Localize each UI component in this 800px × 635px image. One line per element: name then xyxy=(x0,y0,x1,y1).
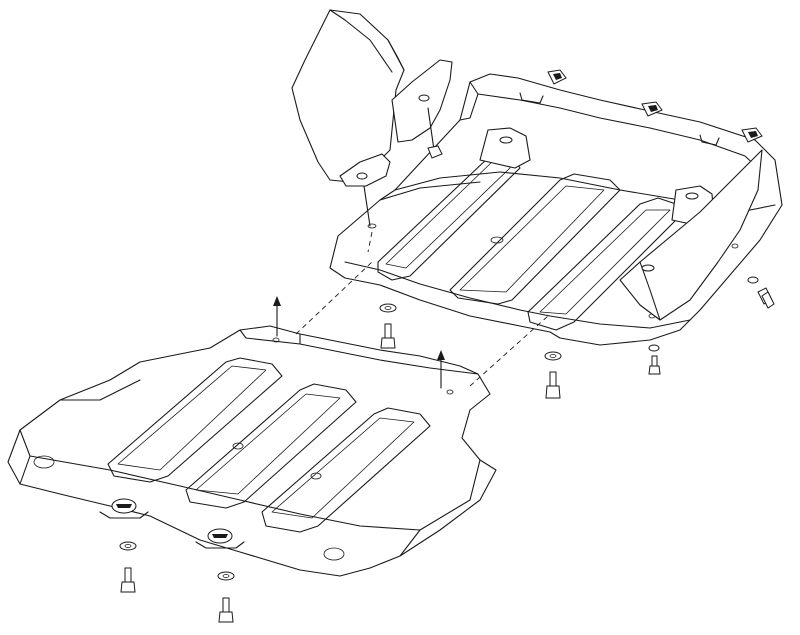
bolt-washer-set xyxy=(544,351,562,399)
direction-arrow xyxy=(273,296,281,337)
direction-arrow xyxy=(437,350,445,389)
clip-nut xyxy=(741,127,763,143)
clip-nut xyxy=(427,145,443,159)
bolt-washer-set xyxy=(119,541,137,593)
side-deflector-bracket xyxy=(619,149,763,321)
bolt-washer-set xyxy=(379,303,397,349)
assembly-guide-lines xyxy=(295,231,549,387)
side-deflector-bracket xyxy=(291,9,453,227)
bolt-washer-set xyxy=(747,276,775,309)
bolt-washer-set xyxy=(648,344,661,375)
clip-nut xyxy=(641,101,663,117)
bolt-washer-set xyxy=(217,571,235,623)
clip-nut xyxy=(547,69,567,85)
front-skid-plate xyxy=(7,325,497,577)
